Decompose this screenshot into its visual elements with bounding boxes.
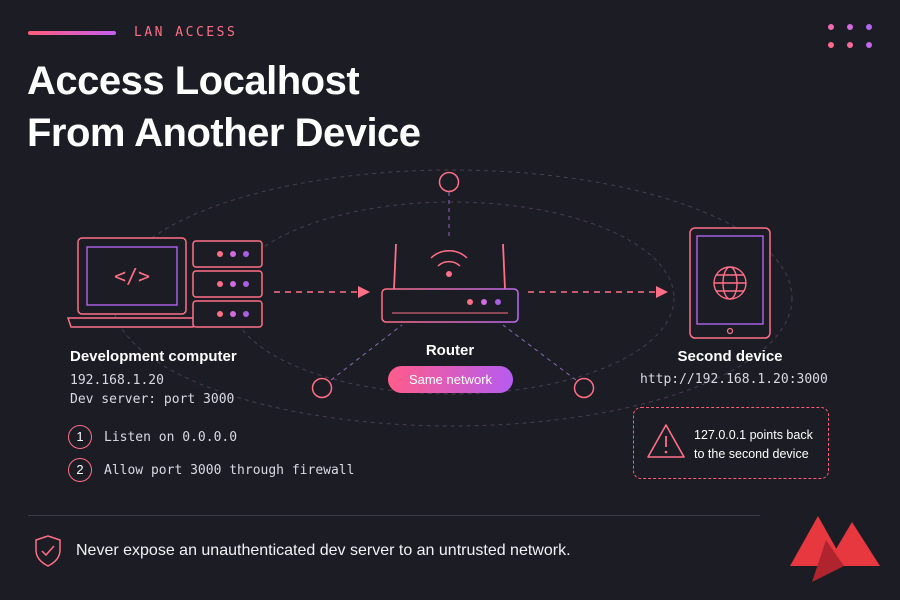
decorative-dots (828, 24, 872, 52)
title-line-1: Access Localhost (27, 59, 360, 103)
step-2-number: 2 (68, 458, 92, 482)
second-device-url: http://192.168.1.20:3000 (640, 372, 828, 387)
laptop-icon (66, 237, 198, 328)
title-line-2: From Another Device (27, 111, 421, 155)
step-1-number: 1 (68, 425, 92, 449)
network-node-left (311, 377, 333, 399)
footer-divider (28, 515, 760, 516)
router-icon (381, 243, 519, 323)
step-2-text: Allow port 3000 through firewall (104, 463, 355, 478)
warning-triangle-icon (647, 424, 685, 458)
network-ring-inner (229, 201, 675, 395)
same-network-badge: Same network (388, 366, 513, 393)
code-glyph: </> (113, 264, 151, 288)
warning-line-1: 127.0.0.1 points back (694, 428, 813, 442)
second-device-label: Second device (677, 348, 783, 365)
network-node-top (438, 171, 460, 193)
dev-server-port: Dev server: port 3000 (70, 392, 235, 407)
network-node-right (573, 377, 595, 399)
accent-bar (28, 31, 116, 35)
footer-warning-text: Never expose an unauthenticated dev serv… (76, 542, 571, 559)
server-stack-icon (192, 240, 263, 328)
arrow-to-router (274, 286, 370, 298)
eyebrow-label: LAN ACCESS (134, 25, 238, 40)
server-leds (217, 251, 249, 317)
globe-icon (713, 266, 747, 300)
router-label: Router (425, 342, 475, 359)
warning-line-2: to the second device (694, 447, 809, 461)
shield-check-icon (35, 535, 61, 567)
dev-computer-label: Development computer (70, 348, 237, 365)
page-title: Access Localhost From Another Device (27, 55, 421, 159)
warning-box (633, 407, 829, 479)
step-1-text: Listen on 0.0.0.0 (104, 430, 238, 445)
arrow-to-device (528, 286, 668, 298)
network-ring-outer (111, 169, 793, 427)
dev-computer-ip: 192.168.1.20 (70, 373, 164, 388)
brand-logo (790, 516, 880, 582)
